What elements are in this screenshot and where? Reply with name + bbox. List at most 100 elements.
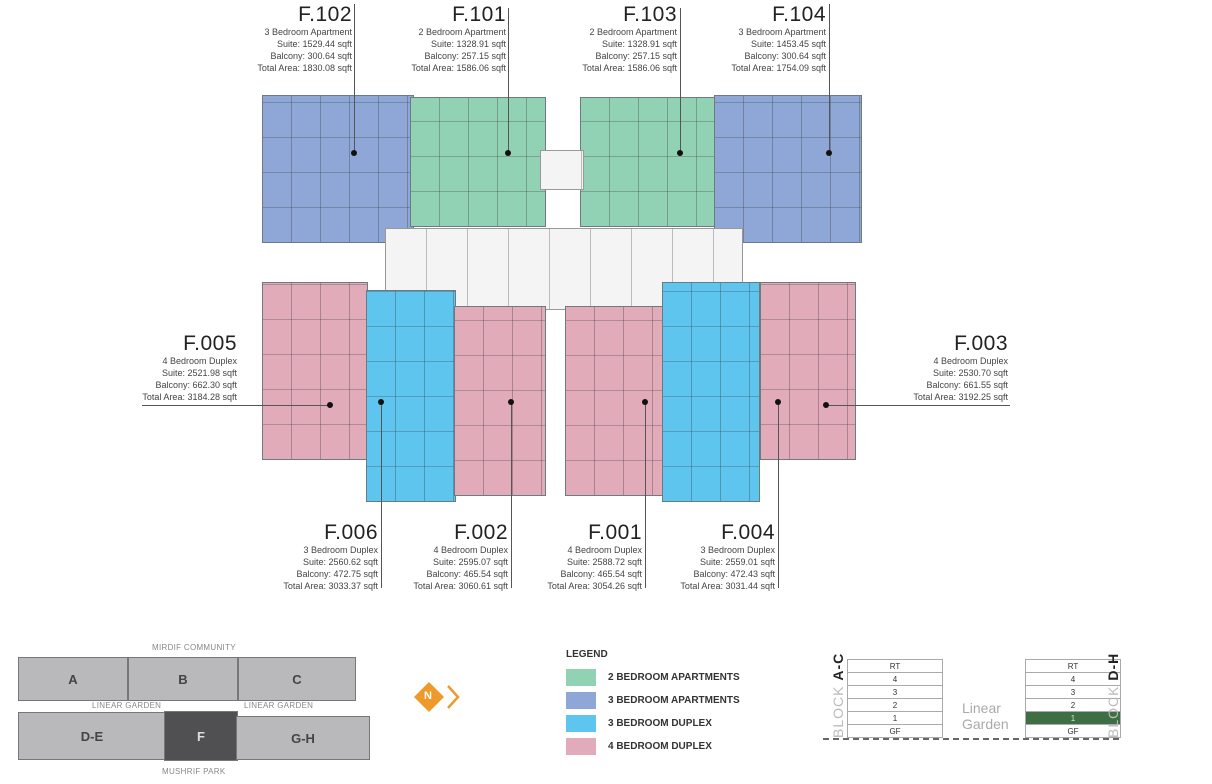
unit-type: 3 Bedroom Duplex: [700, 545, 775, 555]
floor-cell[interactable]: 1: [847, 711, 943, 725]
leader-line: [511, 402, 512, 588]
legend-item: 3 BEDROOM DUPLEX: [566, 712, 740, 735]
unit-code: F.101: [452, 3, 506, 26]
marker-dot: [823, 402, 829, 408]
ground-line: [823, 738, 1119, 740]
total-area: Total Area: 1754.09 sqft: [731, 63, 826, 73]
balcony-area: Balcony: 257.15 sqft: [595, 51, 677, 61]
suite-area: Suite: 2588.72 sqft: [566, 557, 642, 567]
unit-code: F.104: [772, 3, 826, 26]
unit-code: F.003: [954, 332, 1008, 355]
unit-f003-plan[interactable]: [760, 282, 856, 460]
unit-code: F.002: [454, 521, 508, 544]
total-area: Total Area: 1830.08 sqft: [257, 63, 352, 73]
floor-cell[interactable]: RT: [847, 659, 943, 673]
leader-line: [645, 402, 646, 588]
north-arrow-icon: N: [414, 682, 462, 712]
legend-swatch: [566, 738, 596, 755]
unit-f002-plan[interactable]: [454, 306, 546, 496]
legend: LEGEND 2 BEDROOM APARTMENTS 3 BEDROOM AP…: [566, 649, 740, 758]
leader-line: [680, 8, 681, 153]
leader-line: [778, 402, 779, 588]
leader-line: [354, 4, 355, 152]
floor-cell[interactable]: GF: [1025, 724, 1121, 738]
suite-area: Suite: 2560.62 sqft: [302, 557, 378, 567]
suite-area: Suite: 1328.91 sqft: [430, 39, 506, 49]
marker-dot: [508, 399, 514, 405]
unit-code: F.102: [298, 3, 352, 26]
marker-dot: [351, 150, 357, 156]
balcony-area: Balcony: 300.64 sqft: [744, 51, 826, 61]
label-mushrif-park: MUSHRIF PARK: [162, 767, 226, 776]
unit-type: 3 Bedroom Duplex: [303, 545, 378, 555]
floor-cell[interactable]: 4: [847, 672, 943, 686]
marker-dot: [775, 399, 781, 405]
suite-area: Suite: 2595.07 sqft: [432, 557, 508, 567]
unit-type: 4 Bedroom Duplex: [567, 545, 642, 555]
unit-f004-plan[interactable]: [662, 282, 760, 502]
block-b[interactable]: B: [128, 657, 238, 701]
floors-block-d-h: RT 4 3 2 1 GF: [1025, 659, 1121, 738]
linear-garden-label: Linear Garden: [962, 700, 1009, 732]
unit-type: 4 Bedroom Duplex: [933, 356, 1008, 366]
unit-code: F.006: [324, 521, 378, 544]
open-to-sky: [540, 150, 584, 190]
unit-type: 3 Bedroom Apartment: [738, 27, 826, 37]
block-c[interactable]: C: [238, 657, 356, 701]
unit-code: F.004: [721, 521, 775, 544]
floors-block-a-c: RT 4 3 2 1 GF: [847, 659, 943, 738]
marker-dot: [642, 399, 648, 405]
floor-cell[interactable]: GF: [847, 724, 943, 738]
balcony-area: Balcony: 661.55 sqft: [926, 380, 1008, 390]
legend-label: 3 BEDROOM DUPLEX: [608, 718, 712, 729]
block-f[interactable]: F: [164, 711, 238, 761]
block-g-h[interactable]: G-H: [236, 716, 370, 760]
floor-cell[interactable]: 2: [847, 698, 943, 712]
legend-swatch: [566, 692, 596, 709]
total-area: Total Area: 3184.28 sqft: [142, 392, 237, 402]
block-d-h-label: BLOCK D-H: [1105, 652, 1121, 738]
balcony-area: Balcony: 472.43 sqft: [693, 569, 775, 579]
total-area: Total Area: 3054.26 sqft: [547, 581, 642, 591]
unit-type: 3 Bedroom Apartment: [264, 27, 352, 37]
unit-f101-plan[interactable]: [410, 97, 546, 227]
unit-f102-plan[interactable]: [262, 95, 414, 243]
total-area: Total Area: 3033.37 sqft: [283, 581, 378, 591]
unit-type: 2 Bedroom Apartment: [418, 27, 506, 37]
label-linear-garden-right: LINEAR GARDEN: [244, 701, 314, 710]
unit-code: F.005: [183, 332, 237, 355]
block-a[interactable]: A: [18, 657, 128, 701]
north-label: N: [424, 690, 432, 702]
legend-title: LEGEND: [566, 649, 608, 660]
block-d-e[interactable]: D-E: [18, 712, 166, 760]
legend-label: 4 BEDROOM DUPLEX: [608, 741, 712, 752]
floor-cell[interactable]: 3: [847, 685, 943, 699]
leader-line: [508, 8, 509, 153]
unit-type: 4 Bedroom Duplex: [162, 356, 237, 366]
unit-f006-plan[interactable]: [366, 290, 456, 502]
total-area: Total Area: 1586.06 sqft: [411, 63, 506, 73]
legend-item: 2 BEDROOM APARTMENTS: [566, 666, 740, 689]
unit-f103-plan[interactable]: [580, 97, 716, 227]
legend-swatch: [566, 669, 596, 686]
unit-type: 2 Bedroom Apartment: [589, 27, 677, 37]
unit-f104-plan[interactable]: [714, 95, 862, 243]
balcony-area: Balcony: 662.30 sqft: [155, 380, 237, 390]
suite-area: Suite: 2521.98 sqft: [161, 368, 237, 378]
suite-area: Suite: 2530.70 sqft: [932, 368, 1008, 378]
legend-label: 2 BEDROOM APARTMENTS: [608, 672, 740, 683]
balcony-area: Balcony: 465.54 sqft: [426, 569, 508, 579]
unit-f005-plan[interactable]: [262, 282, 368, 460]
leader-line: [826, 405, 1010, 406]
unit-f001-plan[interactable]: [565, 306, 663, 496]
label-mirdif-community: MIRDIF COMMUNITY: [152, 643, 236, 652]
suite-area: Suite: 2559.01 sqft: [699, 557, 775, 567]
